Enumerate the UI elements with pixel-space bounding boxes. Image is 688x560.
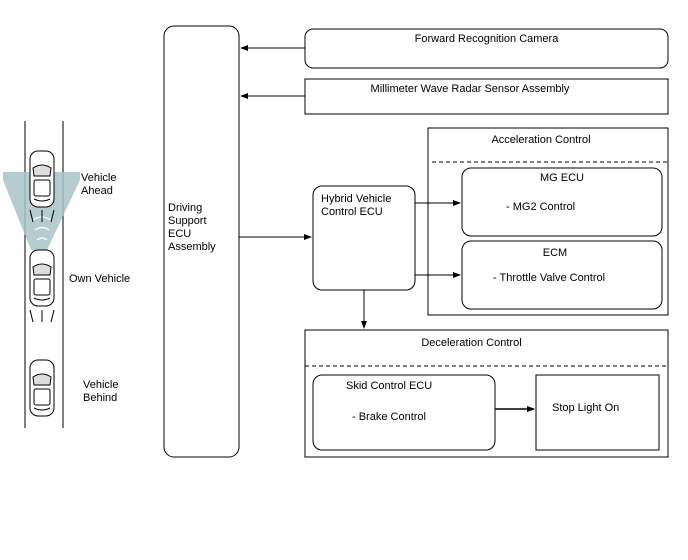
skid-control-ecu-detail: - Brake Control (352, 411, 426, 423)
skid-control-ecu-title: Skid Control ECU (346, 380, 433, 392)
ecm-detail: - Throttle Valve Control (493, 272, 606, 284)
stop-light-box (535, 374, 660, 451)
skid-control-ecu-box (312, 374, 496, 451)
radar-sensor-box (304, 78, 669, 115)
ecm-title: ECM (542, 247, 568, 259)
vehicle-ahead-icon (29, 150, 55, 208)
vehicle-behind-label: Vehicle Behind (83, 379, 119, 404)
deceleration-control-title: Deceleration Control (421, 337, 522, 349)
motion-marks (29, 209, 55, 323)
vehicle-ahead-label: Vehicle Ahead (81, 172, 117, 197)
mg-ecu-box (461, 167, 663, 237)
own-vehicle-icon (29, 249, 55, 307)
vehicle-behind-icon (29, 359, 55, 417)
mg-ecu-detail: - MG2 Control (506, 201, 576, 213)
acceleration-control-title: Acceleration Control (491, 134, 591, 146)
driving-support-ecu-label: Driving Support ECU Assembly (168, 202, 216, 253)
mg-ecu-title: MG ECU (540, 172, 584, 184)
forward-camera-label: Forward Recognition Camera (414, 33, 559, 45)
own-vehicle-label: Own Vehicle (69, 273, 131, 285)
hybrid-ecu-label: Hybrid Vehicle Control ECU (321, 193, 392, 218)
stop-light-label: Stop Light On (552, 402, 620, 414)
radar-sensor-label: Millimeter Wave Radar Sensor Assembly (370, 83, 570, 95)
ecm-box (461, 240, 663, 310)
driving-support-ecu-box (163, 25, 240, 458)
